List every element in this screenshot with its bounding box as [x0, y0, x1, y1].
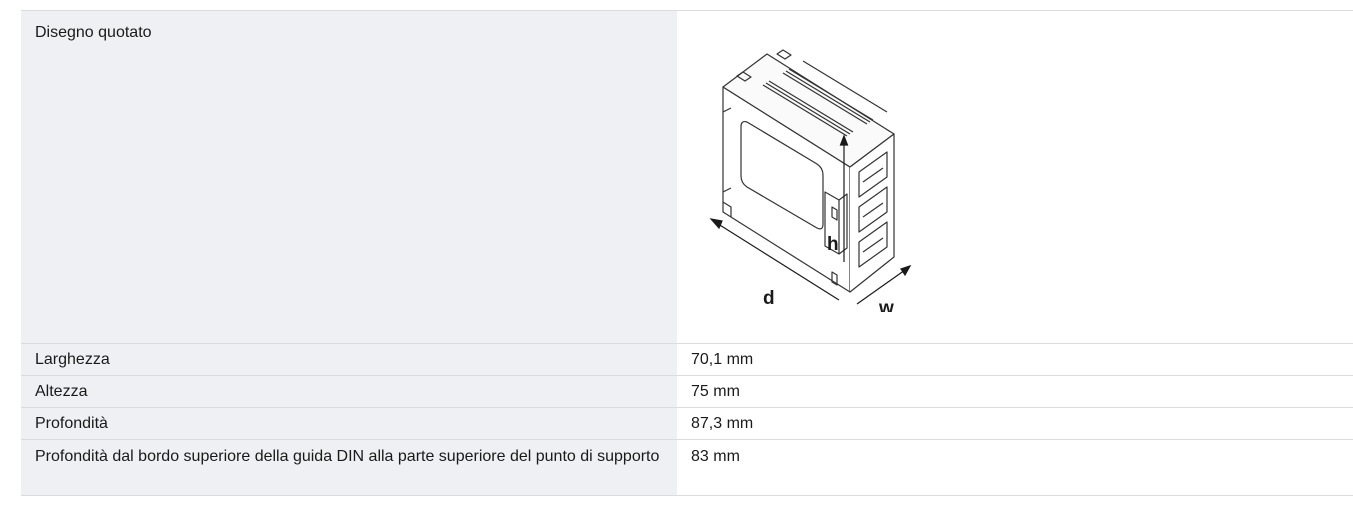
spec-row-width: Larghezza 70,1 mm — [21, 344, 1353, 376]
spec-row-depth: Profondità 87,3 mm — [21, 408, 1353, 440]
spec-value: 70,1 mm — [677, 344, 1353, 375]
spec-row-depth-din-rail: Profondità dal bordo superiore della gui… — [21, 440, 1353, 496]
spec-label: Larghezza — [21, 344, 677, 375]
dimension-label-d: d — [763, 288, 775, 309]
spec-value: 87,3 mm — [677, 408, 1353, 439]
spec-value: 83 mm — [677, 440, 1353, 495]
spec-row-dimension-drawing: Disegno quotato — [21, 11, 1353, 344]
spec-row-height: Altezza 75 mm — [21, 376, 1353, 408]
housing-drawing-svg: h d w — [709, 49, 912, 312]
spec-value-drawing: h d w — [677, 11, 1353, 343]
spec-label: Profondità dal bordo superiore della gui… — [21, 440, 677, 495]
spec-label: Altezza — [21, 376, 677, 407]
spec-label: Disegno quotato — [21, 11, 677, 343]
spec-value: 75 mm — [677, 376, 1353, 407]
specifications-table: Disegno quotato — [21, 10, 1353, 496]
spec-label: Profondità — [21, 408, 677, 439]
dimension-label-h: h — [827, 234, 839, 255]
dimension-label-w: w — [878, 298, 894, 312]
dimension-drawing: h d w — [697, 42, 937, 312]
